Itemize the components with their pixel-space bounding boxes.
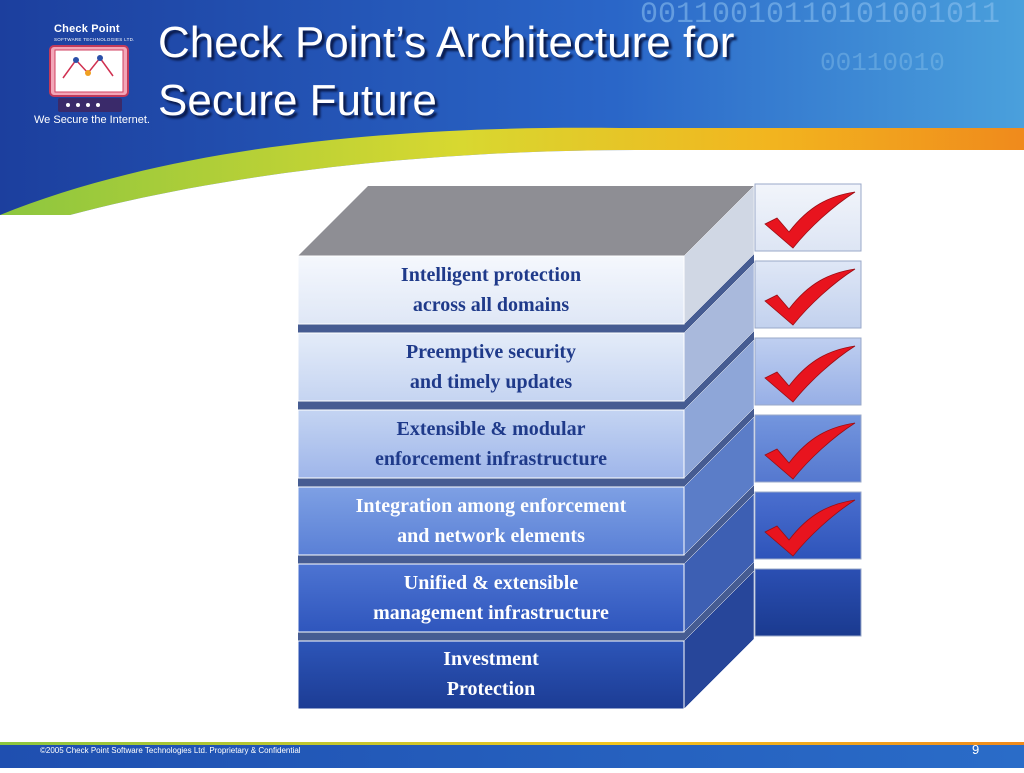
layer-label-4: Integration among enforcement and networ… xyxy=(298,487,684,555)
slide-header: 00110010110101001011 00110010 xyxy=(0,0,1024,215)
layer-5-line-1: Unified & extensible xyxy=(403,572,579,594)
layer-4-front-face xyxy=(297,486,685,556)
layer-3-gap xyxy=(298,408,754,487)
layer-2-line-1: Preemptive security xyxy=(405,341,577,363)
binary-decoration: 00110010110101001011 xyxy=(640,0,1000,32)
layer-3-line-2: enforcement infrastructure xyxy=(375,448,607,470)
slide-title-line-1: Check Point’s Architecture for xyxy=(158,18,735,67)
layer-4-gap xyxy=(298,485,754,564)
stack-top-face xyxy=(298,186,754,256)
layer-label-2: Preemptive security and timely updates xyxy=(298,333,684,401)
layer-label-3: Extensible & modular enforcement infrast… xyxy=(298,410,684,478)
slide-title-line-2: Secure Future xyxy=(158,76,437,125)
binary-decoration-2: 00110010 xyxy=(820,48,945,78)
header-background: 00110010110101001011 00110010 xyxy=(0,0,1024,215)
layer-6-line-2: Protection xyxy=(446,678,536,700)
layer-2-line-2: and timely updates xyxy=(409,371,573,393)
layer-5-gap xyxy=(298,562,754,641)
layer-1-line-1: Intelligent protection xyxy=(400,264,582,286)
checkmark-icon-1 xyxy=(764,191,856,249)
layer-4-line-2: and network elements xyxy=(397,525,585,547)
layer-3-front-face xyxy=(297,409,685,479)
layer-6-line-1: Investment xyxy=(443,648,539,670)
checkmark-icon-3 xyxy=(764,345,856,403)
layer-1-line-2: across all domains xyxy=(412,294,570,316)
layer-2-gap xyxy=(298,331,754,410)
layer-4-line-1: Integration among enforcement xyxy=(355,495,627,517)
layer-2-front-face xyxy=(297,332,685,402)
checkpoint-logo xyxy=(28,18,150,130)
layer-label-1: Intelligent protection across all domain… xyxy=(298,256,684,324)
checkmark-icon-2 xyxy=(764,268,856,326)
layer-label-5: Unified & extensible management infrastr… xyxy=(298,564,684,632)
checkbox-6 xyxy=(754,568,862,637)
layer-5-line-2: management infrastructure xyxy=(373,602,609,624)
slide-footer xyxy=(0,742,1024,768)
page-number: 9 xyxy=(972,742,980,757)
slide-title: Check Point’s Architecture for Secure Fu… xyxy=(158,14,918,130)
logo-subtitle: SOFTWARE TECHNOLOGIES LTD. xyxy=(54,37,135,42)
logo-brand: Check Point xyxy=(54,23,120,35)
checkmark-icon-5 xyxy=(764,499,856,557)
logo-tagline: We Secure the Internet. xyxy=(34,114,150,126)
layer-6-front-face xyxy=(297,640,685,710)
layer-3-line-1: Extensible & modular xyxy=(396,418,586,440)
copyright-text: ©2005 Check Point Software Technologies … xyxy=(40,746,301,755)
layer-1-front-face xyxy=(297,255,685,325)
layer-1-gap xyxy=(298,254,754,333)
layer-5-front-face xyxy=(297,563,685,633)
layer-label-6: Investment Protection xyxy=(298,640,684,708)
checkmark-icon-4 xyxy=(764,422,856,480)
